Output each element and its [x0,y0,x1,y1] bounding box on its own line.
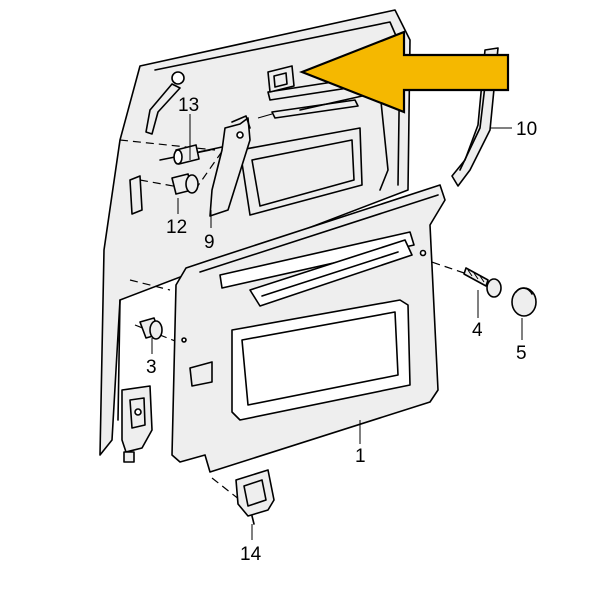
part-14-bracket [235,469,275,525]
callout-label-1: 1 [355,446,366,467]
part-5-cap [511,287,537,317]
part-12-clip [171,173,199,195]
callout-label-13: 13 [178,95,199,116]
part-9-guide-rail [209,115,251,217]
door-shell [99,9,411,456]
leader-lines [151,114,523,540]
callout-label-9: 9 [204,232,215,253]
highlight-arrow [298,30,510,114]
upper-hinge-arm [145,71,185,135]
callout-label-12: 12 [166,217,187,238]
part-4-screw [463,267,502,298]
latch-bracket [267,65,295,93]
callout-label-14: 14 [240,544,262,565]
callout-label-3: 3 [146,357,157,378]
callout-labels: 13 12 9 10 4 5 3 1 14 [146,95,537,565]
callout-label-5: 5 [516,343,527,364]
callout-label-10: 10 [516,119,537,140]
callout-label-4: 4 [472,320,483,341]
lower-hinge [121,385,153,463]
part-1-trim-panel [171,184,446,473]
part-3-clip [139,317,163,340]
part-13-stud [173,144,223,165]
